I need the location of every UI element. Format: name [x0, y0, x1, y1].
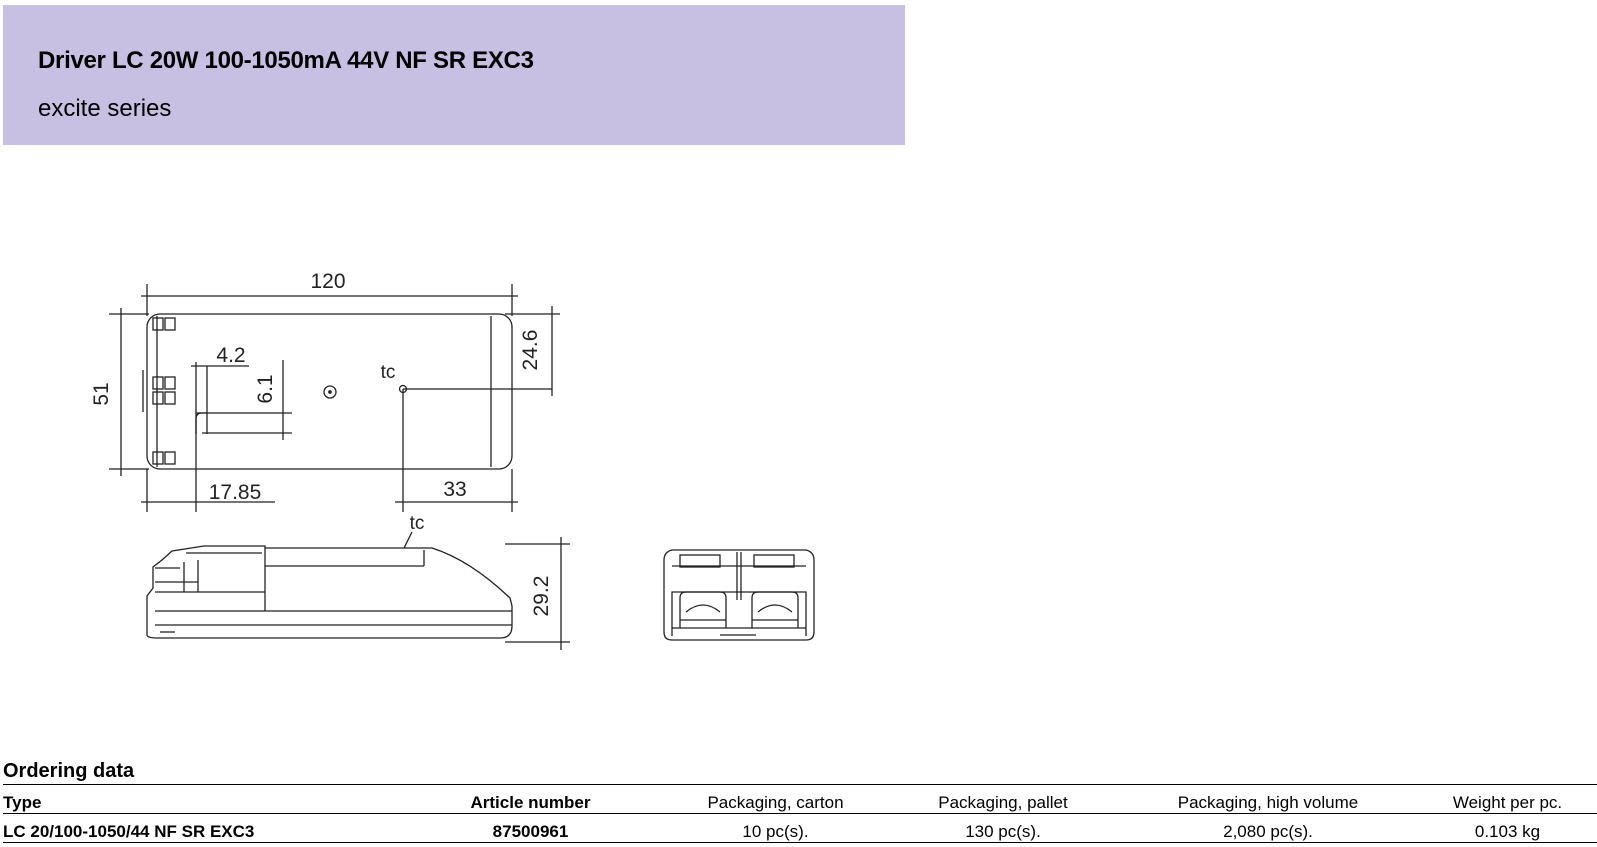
tc-point-label: tc	[381, 362, 396, 383]
dimension-length-label: 120	[310, 270, 345, 293]
column-header-packaging-pallet: Packaging, pallet	[938, 793, 1068, 812]
table-header-row: Type Article number Packaging, carton Pa…	[3, 784, 1597, 814]
dimension-width-label: 51	[90, 382, 113, 405]
dimension-tc-offset-label: 33	[443, 478, 466, 501]
side-view-outline	[146, 545, 513, 639]
ordering-data-heading: Ordering data	[3, 760, 135, 782]
ordering-data-table: Type Article number Packaging, carton Pa…	[3, 784, 1597, 843]
column-header-packaging-carton: Packaging, carton	[707, 793, 844, 812]
end-view	[663, 549, 815, 641]
column-header-weight: Weight per pc.	[1452, 793, 1563, 812]
cell-packaging-carton: 10 pc(s).	[742, 822, 809, 841]
tc-side-label: tc	[410, 513, 425, 534]
column-header-type: Type	[3, 793, 42, 812]
cell-article-number: 87500961	[492, 822, 569, 841]
dimension-slot-width-label: 4.2	[216, 344, 245, 367]
product-header: Driver LC 20W 100-1050mA 44V NF SR EXC3 …	[3, 5, 905, 145]
dimension-side-label: 24.6	[519, 330, 542, 371]
cell-weight: 0.103 kg	[1474, 822, 1541, 841]
dimension-slot-height-label: 6.1	[254, 374, 277, 403]
top-view-outline	[146, 313, 513, 470]
column-header-packaging-high-volume: Packaging, high volume	[1177, 793, 1359, 812]
table-row: LC 20/100-1050/44 NF SR EXC3 87500961 10…	[3, 814, 1597, 843]
column-header-article-number: Article number	[470, 793, 591, 812]
cell-type: LC 20/100-1050/44 NF SR EXC3	[3, 822, 255, 841]
product-title: Driver LC 20W 100-1050mA 44V NF SR EXC3	[38, 47, 534, 74]
technical-drawing: 120 51 24.6 4.2 6.1 17.85 33 29.2 tc tc	[90, 270, 815, 650]
dimension-hole-offset-label: 17.85	[209, 481, 262, 504]
product-series: excite series	[38, 95, 172, 122]
dimension-height-label: 29.2	[530, 576, 553, 617]
cell-packaging-pallet: 130 pc(s).	[965, 822, 1041, 841]
cell-packaging-high-volume: 2,080 pc(s).	[1223, 822, 1313, 841]
